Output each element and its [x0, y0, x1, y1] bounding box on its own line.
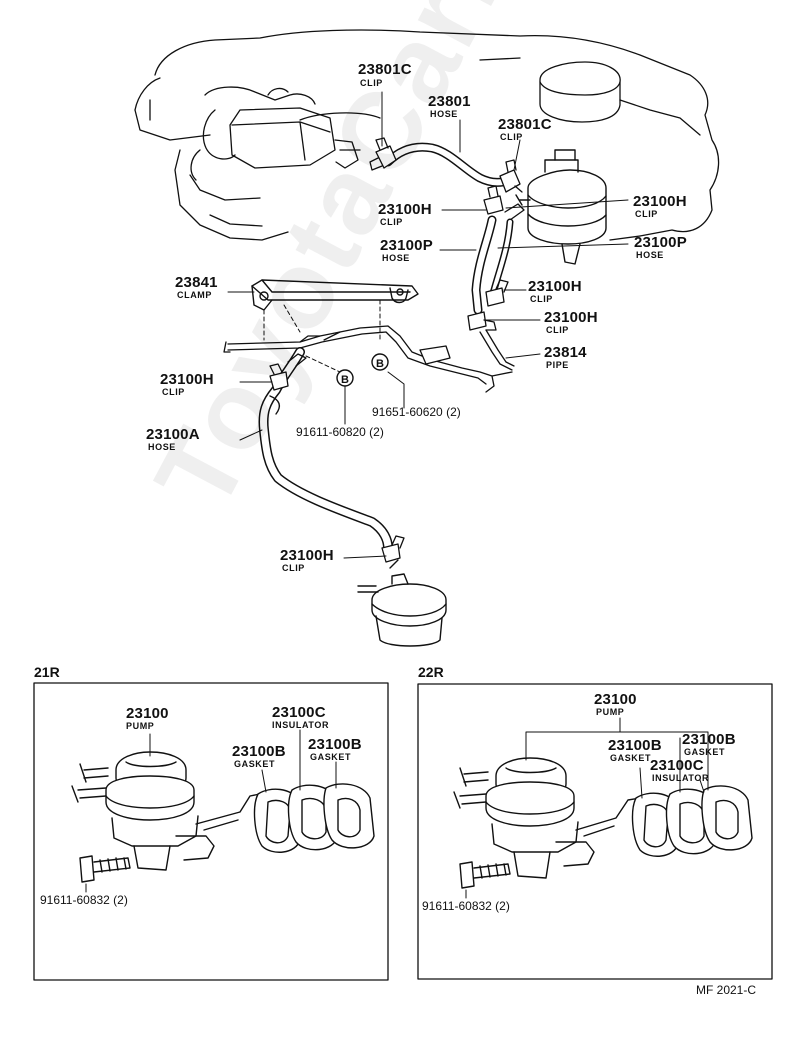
inset-22r-title: 22R: [418, 664, 444, 680]
inset-21r-frame: [33, 682, 389, 981]
label-clip-top-right-name: CLIP: [500, 132, 523, 142]
clip-23801c-right: [499, 159, 523, 193]
leader-lines-21r: [85, 729, 337, 893]
inset-21r-title: 21R: [34, 664, 60, 680]
label-21r-insulator-name: INSULATOR: [272, 720, 330, 730]
label-clip-right-2-name: CLIP: [546, 325, 569, 335]
label-clamp-part: 23841: [175, 274, 218, 291]
clip-23100h-right-2: [467, 311, 497, 331]
insulator-22r: [701, 785, 753, 851]
clip-23100h-left: [269, 353, 307, 391]
label-21r-bolt: 91611-60832 (2): [40, 893, 128, 907]
label-21r-gasket-2-name: GASKET: [310, 752, 352, 762]
label-clip-bottom-part: 23100H: [280, 547, 334, 564]
circle-b-2-text: B: [376, 358, 384, 370]
label-21r-gasket-1-part: 23100B: [232, 743, 286, 760]
label-22r-gasket-2-part: 23100B: [682, 731, 736, 748]
label-21r-pump-part: 23100: [126, 705, 169, 722]
label-hose-top-part: 23801: [428, 93, 471, 110]
label-22r-insulator-name: INSULATOR: [652, 773, 710, 783]
bolt-21r: [79, 855, 131, 883]
clip-23100h-filter: [483, 185, 525, 221]
label-clip-mid-left-name: CLIP: [380, 217, 403, 227]
label-22r-bolt: 91611-60832 (2): [422, 899, 510, 913]
leader-lines-main: [227, 91, 629, 559]
label-22r-pump-name: PUMP: [596, 707, 625, 717]
label-clip-top-right-part: 23801C: [498, 116, 552, 133]
gasket-21r-2: [323, 783, 375, 849]
label-21r-pump-name: PUMP: [126, 721, 155, 731]
label-bolt-ref-1: 91611-60820 (2): [296, 425, 384, 439]
label-clip-left-part: 23100H: [160, 371, 214, 388]
pump-22r: [453, 757, 641, 879]
engine-block-outline: [134, 29, 720, 241]
bolt-ref-circle-2: B: [371, 353, 389, 371]
dashed-leaders: [263, 299, 381, 373]
label-pipe-part: 23814: [544, 344, 587, 361]
label-clip-filter-right-name: CLIP: [635, 209, 658, 219]
label-clip-left-name: CLIP: [162, 387, 185, 397]
label-21r-gasket-1-name: GASKET: [234, 759, 276, 769]
bolt-22r: [459, 861, 511, 889]
leader-lines-22r: [465, 717, 709, 899]
pipe-23814: [223, 325, 515, 393]
label-clip-right-2-part: 23100H: [544, 309, 598, 326]
label-hose-left-part: 23100A: [146, 426, 200, 443]
label-hose-mid-left-part: 23100P: [380, 237, 433, 254]
label-clip-top-left-name: CLIP: [360, 78, 383, 88]
clip-23801c-left: [369, 137, 397, 171]
inset-22r-frame: [417, 683, 773, 980]
fuel-pump-main: [357, 559, 447, 647]
label-22r-gasket-2-name: GASKET: [684, 747, 726, 757]
label-22r-gasket-1-name: GASKET: [610, 753, 652, 763]
label-clip-right-1-name: CLIP: [530, 294, 553, 304]
clip-23100h-bottom: [381, 535, 405, 563]
label-clip-top-left-part: 23801C: [358, 61, 412, 78]
label-clip-mid-left-part: 23100H: [378, 201, 432, 218]
label-hose-top-name: HOSE: [430, 109, 458, 119]
label-22r-insulator-part: 23100C: [650, 757, 704, 774]
label-hose-mid-right-name: HOSE: [636, 250, 664, 260]
label-hose-mid-right-part: 23100P: [634, 234, 687, 251]
figure-code: MF 2021-C: [696, 983, 757, 997]
circle-b-1-text: B: [341, 374, 349, 386]
label-21r-insulator-part: 23100C: [272, 704, 326, 721]
label-21r-gasket-2-part: 23100B: [308, 736, 362, 753]
label-hose-mid-left-name: HOSE: [382, 253, 410, 263]
hose-23801: [383, 142, 515, 187]
label-22r-gasket-1-part: 23100B: [608, 737, 662, 754]
clip-23100h-right-1: [485, 279, 509, 307]
label-pipe-name: PIPE: [546, 360, 569, 370]
label-bolt-ref-2: 91651-60620 (2): [372, 405, 461, 419]
pump-21r: [71, 751, 261, 871]
label-clip-right-1-part: 23100H: [528, 278, 582, 295]
label-22r-pump-part: 23100: [594, 691, 637, 708]
label-clip-bottom-name: CLIP: [282, 563, 305, 573]
label-hose-left-name: HOSE: [148, 442, 176, 452]
label-clamp-name: CLAMP: [177, 290, 212, 300]
bolt-ref-circle-1: B: [336, 369, 354, 387]
clamp-23841: [251, 279, 419, 311]
label-clip-filter-right-part: 23100H: [633, 193, 687, 210]
